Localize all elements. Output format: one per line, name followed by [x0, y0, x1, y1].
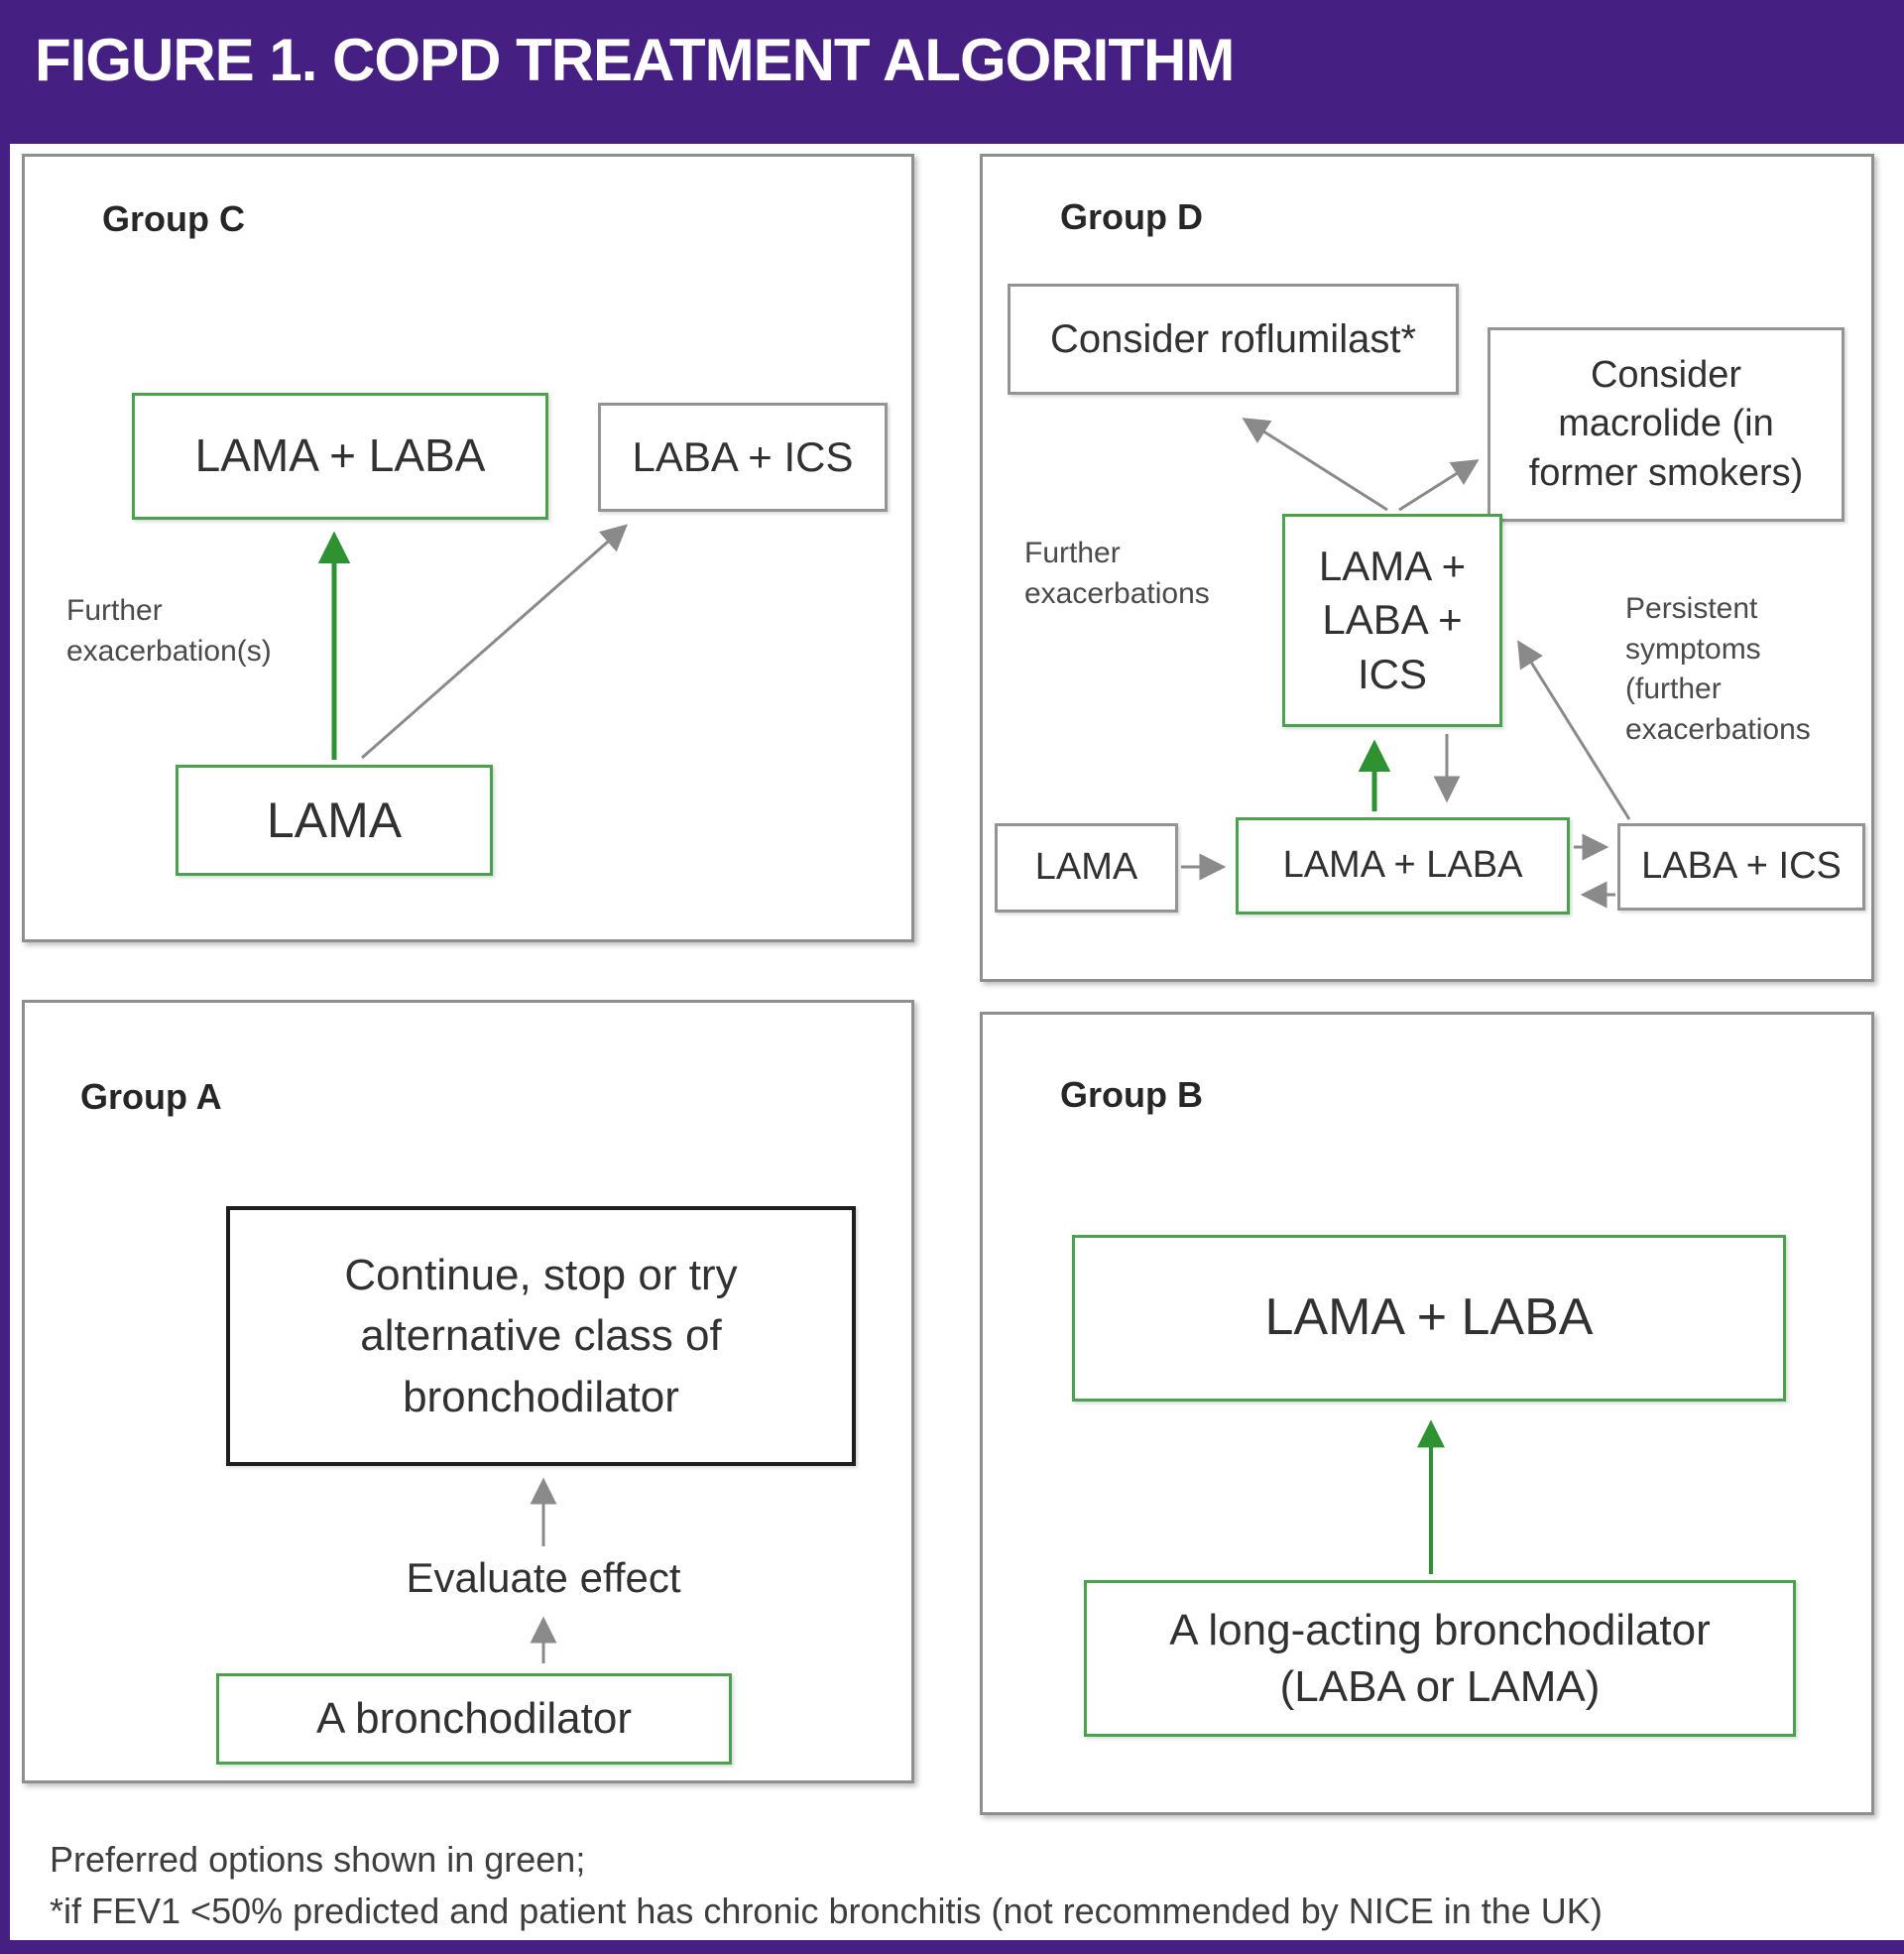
box-roflumilast: Consider roflumilast*: [1008, 284, 1459, 395]
box-long-acting-text: A long-acting bronchodilator (LABA or LA…: [1169, 1602, 1710, 1715]
note-line: Further: [1024, 537, 1121, 569]
box-line: bronchodilator: [403, 1372, 679, 1421]
note-further-exacerbations-c: Further exacerbation(s): [66, 591, 272, 672]
panel-group-a: Group A Continue, stop or try alternativ…: [22, 1000, 914, 1783]
box-line: A long-acting bronchodilator: [1169, 1605, 1711, 1654]
box-line: LAMA +: [1318, 542, 1467, 589]
box-long-acting: A long-acting bronchodilator (LABA or LA…: [1084, 1580, 1796, 1737]
note-line: symptoms: [1625, 632, 1761, 666]
box-lama-laba-ics: LAMA + LABA + ICS: [1282, 514, 1502, 727]
group-c-label: Group C: [102, 198, 245, 239]
box-line: (LABA or LAMA): [1279, 1662, 1601, 1711]
arrow-laba-ics-to-triple: [1517, 640, 1631, 820]
footer-note-green: Preferred options shown in green;: [50, 1839, 586, 1880]
box-line: alternative class of: [360, 1311, 722, 1361]
box-lama-c: LAMA: [176, 765, 493, 876]
panel-group-c: Group C LAMA + LABA LABA + ICS LAMA Furt…: [22, 154, 914, 942]
box-line: Continue, stop or try: [344, 1250, 738, 1299]
bottom-border-strip: [0, 1940, 1904, 1954]
note-persistent-symptoms: Persistent symptoms (further exacerbatio…: [1625, 589, 1811, 750]
box-line: LABA +: [1322, 596, 1463, 644]
panel-group-d: Group D Consider roflumilast* Consider m…: [980, 154, 1874, 982]
panel-group-b: Group B LAMA + LABA A long-acting bronch…: [980, 1012, 1874, 1815]
group-a-label: Group A: [80, 1076, 222, 1117]
note-line: (further: [1625, 672, 1722, 705]
group-b-label: Group B: [1060, 1074, 1203, 1115]
box-lama-laba-d: LAMA + LABA: [1236, 817, 1570, 915]
box-lama-laba-c: LAMA + LABA: [132, 393, 548, 520]
figure-title: FIGURE 1. COPD TREATMENT ALGORITHM: [35, 27, 1235, 93]
note-further-exacerbations-d: Further exacerbations: [1024, 534, 1210, 614]
box-macrolide: Consider macrolide (in former smokers): [1488, 327, 1844, 522]
arrow-to-macrolide: [1398, 459, 1480, 512]
box-continue-stop: Continue, stop or try alternative class …: [226, 1206, 856, 1466]
box-a-bronchodilator: A bronchodilator: [216, 1673, 732, 1765]
arrow-lama-to-laba-ics: [361, 524, 629, 760]
box-macrolide-text: Consider macrolide (in former smokers): [1529, 351, 1804, 498]
box-line: former smokers): [1528, 451, 1804, 494]
note-line: exacerbations: [1625, 712, 1811, 746]
box-line: ICS: [1357, 650, 1427, 697]
box-lama-d: LAMA: [995, 823, 1178, 913]
footer-note-fev1: *if FEV1 <50% predicted and patient has …: [50, 1891, 1603, 1931]
note-line: exacerbation(s): [66, 634, 272, 668]
box-lama-laba-b: LAMA + LABA: [1072, 1235, 1786, 1402]
note-line: Further: [66, 594, 163, 627]
note-line: Persistent: [1625, 592, 1758, 625]
box-line: Consider: [1590, 353, 1742, 396]
box-continue-text: Continue, stop or try alternative class …: [344, 1245, 737, 1428]
text-evaluate-effect: Evaluate effect: [406, 1554, 681, 1601]
box-lama-laba-ics-text: LAMA + LABA + ICS: [1319, 540, 1466, 702]
box-line: macrolide (in: [1558, 403, 1774, 445]
arrow-to-roflumilast: [1242, 418, 1388, 512]
box-laba-ics-c: LABA + ICS: [598, 403, 888, 512]
group-d-label: Group D: [1060, 196, 1203, 237]
note-line: exacerbations: [1024, 576, 1210, 610]
header-bar: [0, 0, 1904, 144]
box-laba-ics-d: LABA + ICS: [1617, 823, 1865, 911]
left-border-strip: [0, 0, 10, 1954]
